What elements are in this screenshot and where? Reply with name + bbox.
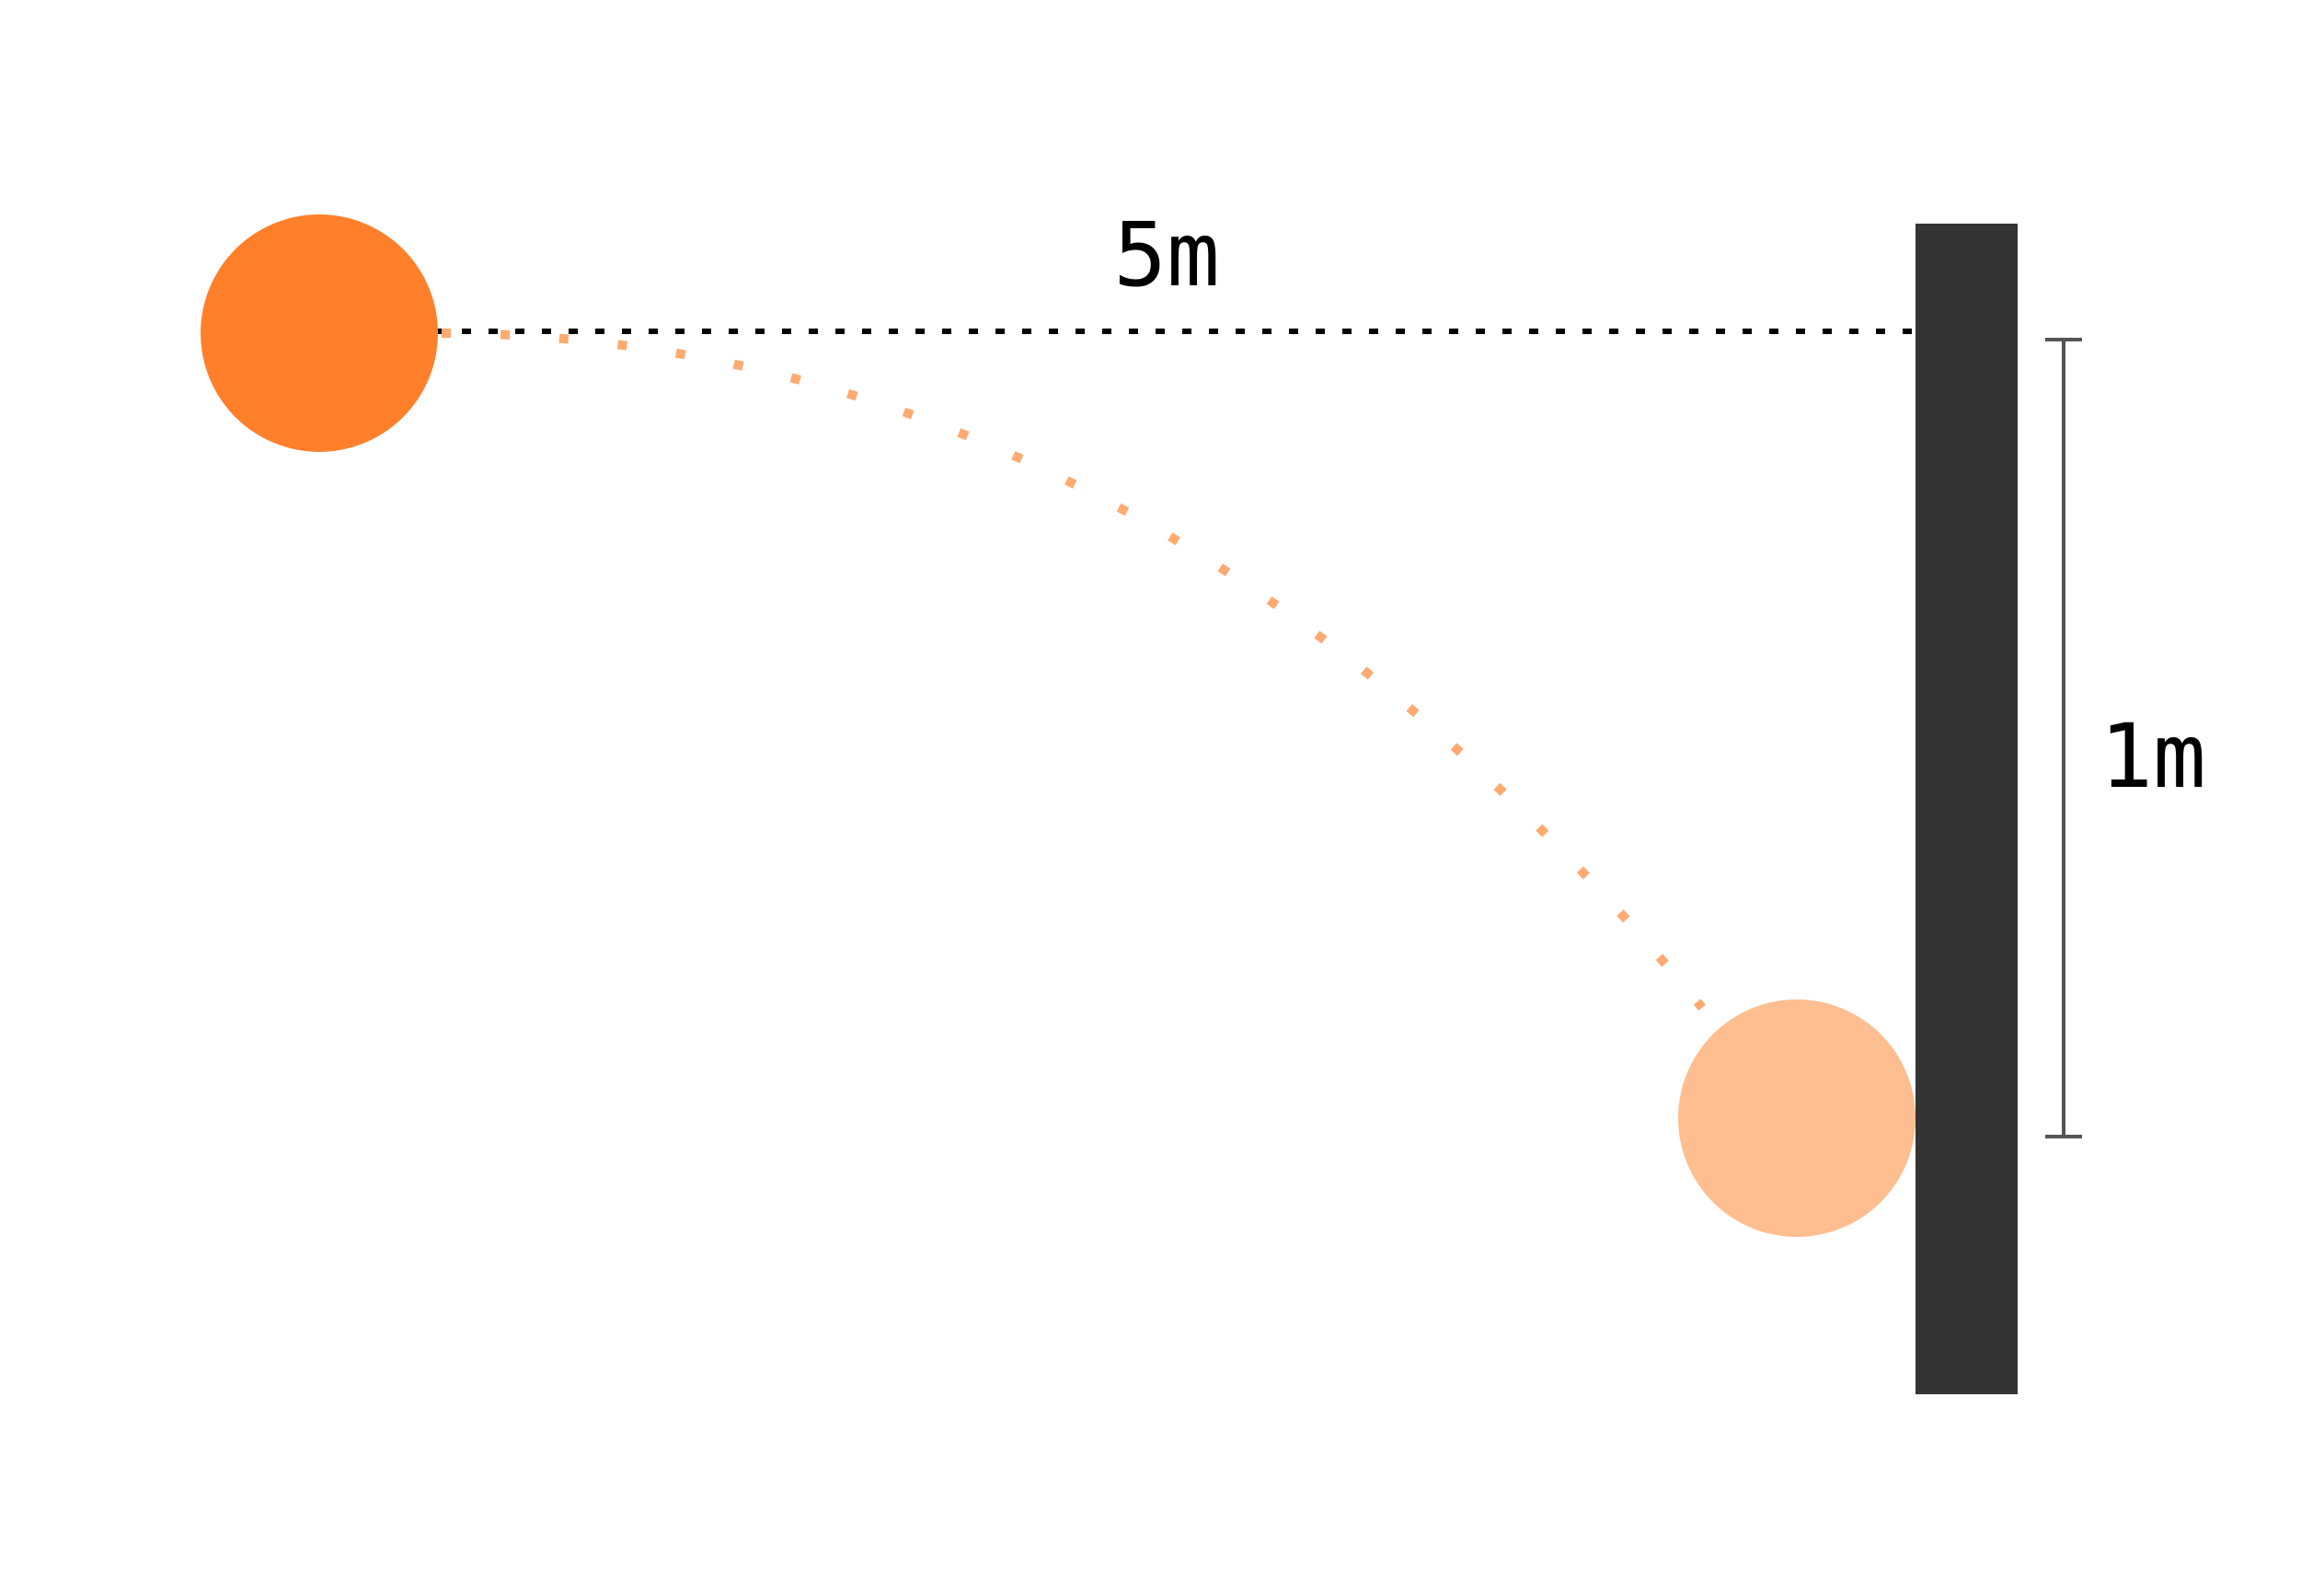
drop-label: 1m [2100, 705, 2206, 808]
wall [1916, 224, 2018, 1394]
vertical-dimension-marker [2045, 338, 2082, 1138]
distance-label: 5m [1113, 203, 1220, 306]
ball-start [201, 214, 438, 452]
ball-end [1678, 999, 1916, 1237]
